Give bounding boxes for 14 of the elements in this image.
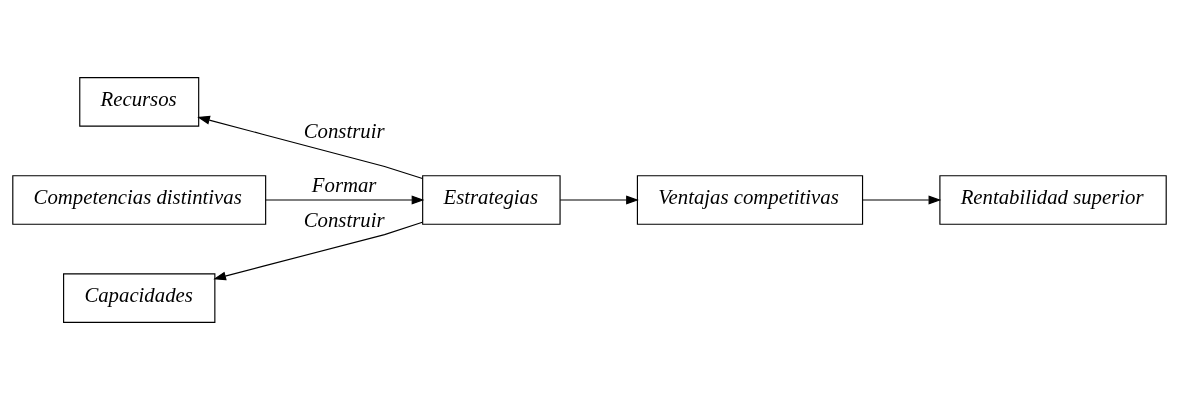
edge-label: Construir [303,119,385,143]
arrow [559,195,639,205]
node-box: Competencias distintivas [12,175,267,225]
arrow [197,115,423,180]
arrow [213,221,423,281]
edge-label: Formar [311,173,377,197]
node-box: Estrategias [422,175,561,225]
node-box: Ventajas competitivas [636,175,864,225]
arrow [862,195,942,205]
node-box: Recursos [79,77,200,127]
node-box: Capacidades [63,273,216,323]
arrow [265,195,425,205]
edge-label: Construir [303,208,385,232]
node-box: Rentabilidad superior [939,175,1167,225]
